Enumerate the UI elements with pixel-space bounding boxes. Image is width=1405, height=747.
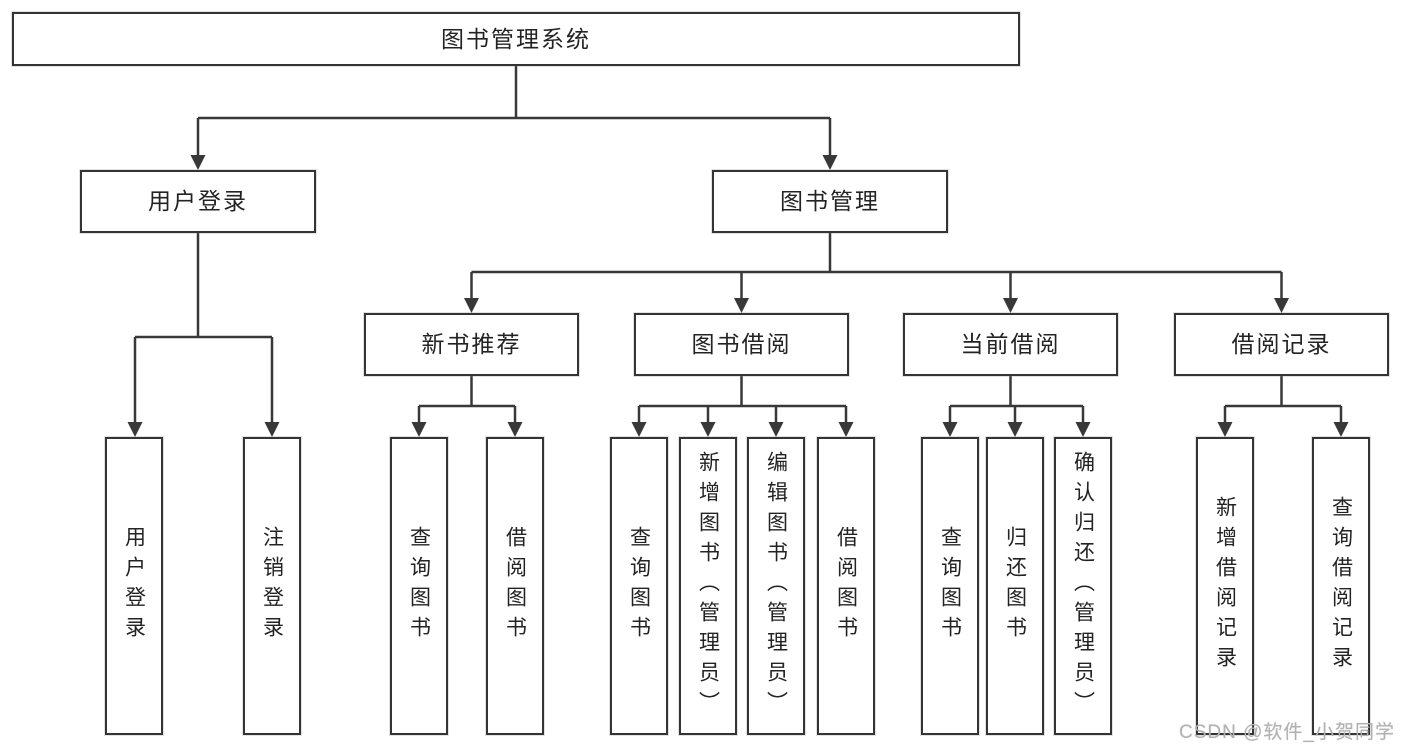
node-root-system: 图书管理系统	[12, 12, 1020, 66]
node-label: 编辑图书（管理员）	[764, 451, 788, 721]
leaf-borrow-books-recommend: 借阅图书	[486, 437, 544, 735]
leaf-query-books-borrowing: 查询图书	[610, 437, 668, 735]
leaf-return-books: 归还图书	[986, 437, 1044, 735]
node-label: 查询图书	[407, 526, 431, 646]
node-label: 确认归还（管理员）	[1071, 451, 1095, 721]
node-new-book-recommend: 新书推荐	[364, 313, 579, 376]
node-label: 查询图书	[938, 526, 962, 646]
node-label: 用户登录	[148, 188, 248, 214]
node-label: 查询图书	[627, 526, 651, 646]
node-book-management: 图书管理	[712, 170, 948, 233]
node-label: 当前借阅	[960, 331, 1061, 357]
leaf-edit-books-admin: 编辑图书（管理员）	[747, 437, 805, 735]
node-label: 新书推荐	[421, 331, 522, 357]
node-label: 借阅图书	[503, 526, 527, 646]
leaf-query-books-recommend: 查询图书	[390, 437, 448, 735]
leaf-query-books-current: 查询图书	[921, 437, 979, 735]
leaf-query-borrow-record: 查询借阅记录	[1312, 437, 1370, 735]
node-label: 新增借阅记录	[1213, 496, 1237, 676]
arrowhead-icons	[127, 155, 1349, 437]
leaf-add-borrow-record: 新增借阅记录	[1196, 437, 1254, 735]
node-label: 借阅图书	[834, 526, 858, 646]
node-label: 查询借阅记录	[1329, 496, 1353, 676]
node-label: 用户登录	[122, 526, 146, 646]
leaf-add-books-admin: 新增图书（管理员）	[679, 437, 737, 735]
node-borrowing-records: 借阅记录	[1174, 313, 1389, 376]
node-label: 注销登录	[260, 526, 284, 646]
node-label: 借阅记录	[1231, 331, 1332, 357]
node-label: 图书借阅	[691, 331, 792, 357]
node-current-borrowing: 当前借阅	[903, 313, 1118, 376]
node-label: 图书管理系统	[441, 25, 591, 52]
leaf-borrow-books: 借阅图书	[817, 437, 875, 735]
node-label: 图书管理	[780, 188, 880, 214]
node-user-login: 用户登录	[80, 170, 316, 233]
leaf-confirm-return-admin: 确认归还（管理员）	[1054, 437, 1112, 735]
csdn-watermark: CSDN @软件_小贺同学	[1179, 722, 1395, 743]
leaf-logout: 注销登录	[243, 437, 301, 735]
node-label: 新增图书（管理员）	[696, 451, 720, 721]
leaf-user-login: 用户登录	[105, 437, 163, 735]
node-book-borrowing: 图书借阅	[634, 313, 849, 376]
node-label: 归还图书	[1003, 526, 1027, 646]
